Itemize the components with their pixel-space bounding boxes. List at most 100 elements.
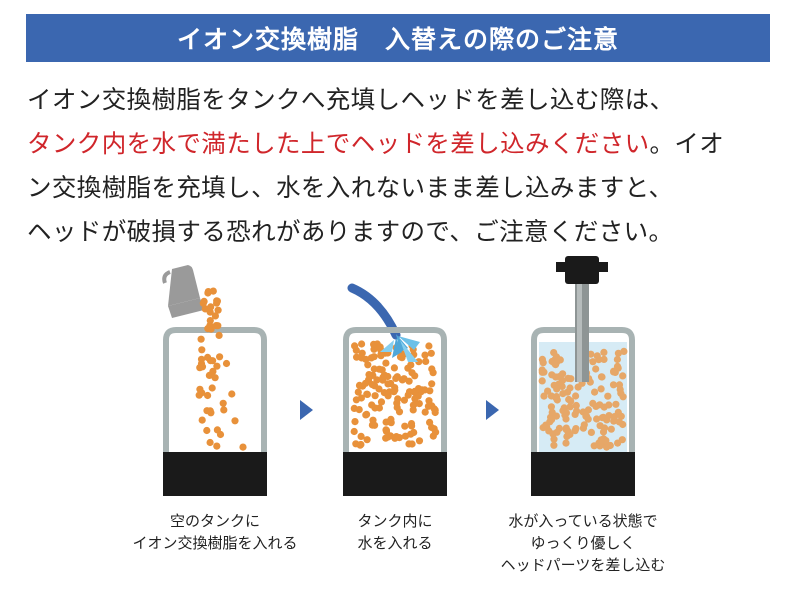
- resin-bead: [204, 391, 212, 400]
- tank-base: [163, 452, 267, 496]
- resin-bead: [391, 386, 399, 394]
- resin-bead: [427, 349, 435, 357]
- resin-bead: [384, 372, 392, 381]
- resin-bead: [382, 427, 391, 436]
- resin-bead: [567, 397, 575, 405]
- resin-bead: [211, 312, 219, 320]
- tank-base: [531, 452, 635, 496]
- resin-bead: [404, 391, 412, 399]
- resin-bead: [615, 418, 623, 426]
- step-3-caption: 水が入っている状態で ゆっくり優しく ヘッドパーツを差し込む: [478, 510, 688, 576]
- resin-bead: [371, 404, 379, 412]
- caption-line: 水が入っている状態で: [508, 512, 658, 530]
- resin-bead: [209, 367, 217, 375]
- resin-bead: [357, 394, 365, 402]
- resin-bead: [239, 443, 247, 451]
- resin-bead: [405, 440, 413, 448]
- resin-bead: [200, 297, 208, 305]
- resin-bead: [357, 432, 365, 440]
- resin-bead: [572, 392, 580, 400]
- caption-line: ゆっくり優しく: [530, 534, 636, 552]
- resin-bead: [610, 368, 618, 376]
- resin-bead: [430, 405, 438, 413]
- resin-bead: [552, 393, 561, 401]
- step-2-caption: タンク内に 水を入れる: [305, 510, 485, 554]
- warning-highlight: タンク内を水で満たした上でヘッドを差し込みください: [27, 129, 650, 158]
- resin-bead: [579, 424, 588, 432]
- resin-bead: [538, 368, 546, 376]
- resin-bead: [409, 406, 417, 414]
- resin-bead: [206, 438, 214, 447]
- resin-bead: [540, 392, 548, 400]
- body-line-1: イオン交換樹脂をタンクへ充填しヘッドを差し込む際は、: [27, 85, 675, 114]
- resin-bead: [216, 353, 224, 361]
- resin-bead: [610, 413, 619, 421]
- resin-bead: [596, 442, 604, 450]
- resin-bead: [605, 412, 613, 420]
- resin-bead: [355, 381, 364, 389]
- resin-bead: [390, 364, 398, 372]
- resin-bead: [597, 436, 605, 444]
- resin-bead: [376, 343, 384, 351]
- resin-bead: [398, 376, 406, 384]
- resin-bead: [220, 406, 228, 414]
- resin-bead: [401, 422, 409, 430]
- resin-bead: [550, 349, 558, 357]
- resin-bead: [556, 356, 564, 364]
- body-line-2-rest: 。イオ: [649, 129, 725, 158]
- resin-bead: [414, 385, 423, 393]
- resin-bead: [405, 377, 413, 385]
- resin-bead: [370, 365, 378, 373]
- resin-bead: [538, 355, 547, 363]
- caption-line: タンク内に: [357, 512, 433, 530]
- resin-bead: [371, 392, 379, 400]
- resin-bead: [550, 441, 558, 449]
- resin-bead: [207, 303, 215, 311]
- resin-bead: [201, 305, 209, 313]
- resin-bead: [619, 393, 627, 401]
- resin-bead: [387, 379, 395, 388]
- resin-bead: [351, 418, 359, 426]
- resin-bead: [548, 408, 556, 416]
- resin-bead: [607, 425, 615, 433]
- warning-paragraph: イオン交換樹脂をタンクへ充填しヘッドを差し込む際は、 タンク内を水で満たした上で…: [27, 78, 777, 254]
- resin-bead: [370, 353, 378, 361]
- resin-bead: [558, 382, 566, 391]
- resin-bead: [593, 352, 601, 360]
- resin-bead: [357, 440, 365, 449]
- resin-bead: [564, 374, 572, 382]
- resin-bead: [214, 306, 222, 314]
- resin-bead: [548, 416, 556, 424]
- resin-bead: [219, 399, 227, 407]
- resin-bead: [208, 384, 216, 392]
- resin-bead: [392, 433, 400, 441]
- resin-bead: [547, 403, 556, 411]
- resin-bead: [542, 421, 550, 429]
- resin-bead: [206, 407, 214, 415]
- caption-line: 水を入れる: [357, 534, 433, 552]
- resin-bead: [392, 374, 400, 382]
- resin-bead: [204, 325, 212, 333]
- resin-bead: [216, 430, 225, 439]
- resin-bead: [596, 422, 604, 430]
- resin-bead: [562, 415, 570, 423]
- resin-bead: [591, 388, 599, 396]
- resin-bead: [606, 441, 614, 450]
- resin-bead: [544, 387, 552, 395]
- resin-bead: [354, 388, 362, 396]
- resin-filled: [350, 340, 440, 449]
- resin-stream: [195, 287, 247, 451]
- pitcher-icon: [162, 265, 204, 318]
- resin-bead: [396, 353, 405, 361]
- resin-bead: [394, 395, 402, 403]
- resin-bead: [618, 436, 626, 444]
- resin-bead: [215, 331, 223, 339]
- resin-bead: [197, 335, 205, 343]
- resin-bead: [387, 415, 395, 423]
- resin-bead: [425, 342, 433, 350]
- step-1-illustration: [162, 265, 267, 496]
- resin-bead: [355, 406, 363, 414]
- resin-bead: [428, 380, 436, 388]
- resin-bead: [615, 381, 624, 389]
- resin-bead: [614, 349, 623, 357]
